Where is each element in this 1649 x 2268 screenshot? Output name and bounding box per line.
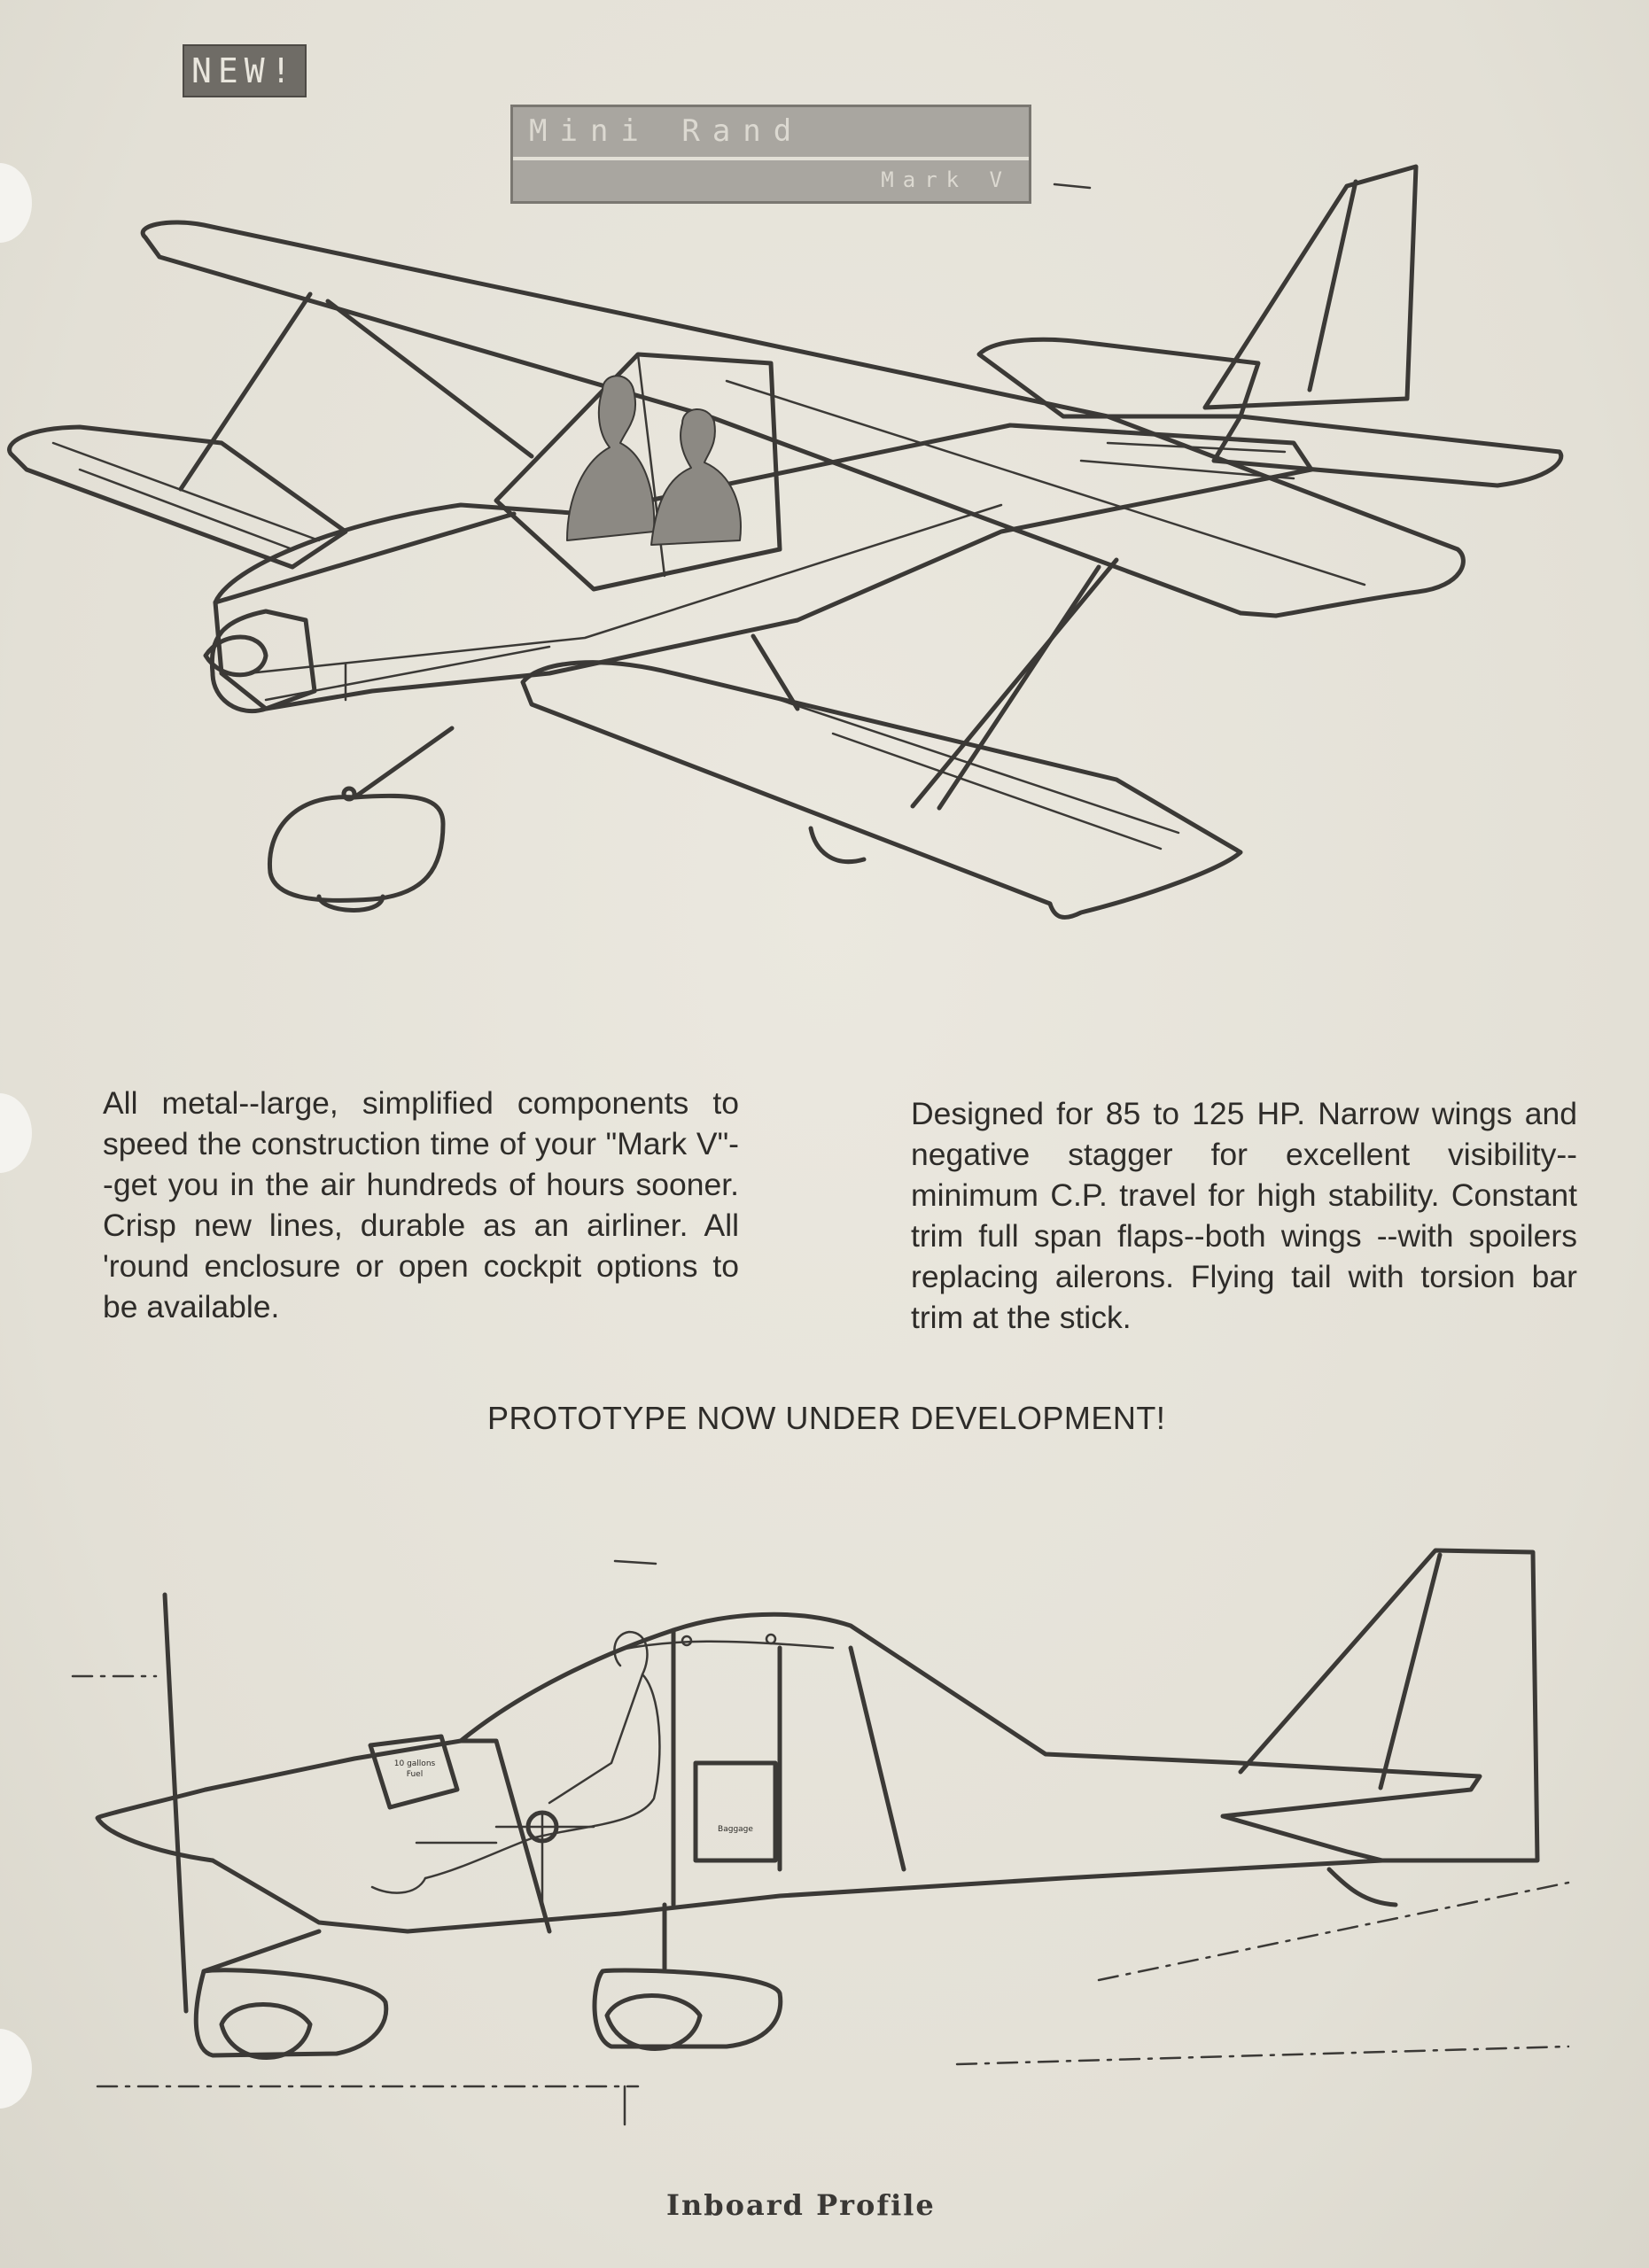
fuel-tank-label-line2: Fuel bbox=[406, 1770, 424, 1779]
title-divider bbox=[513, 157, 1029, 160]
description-right: Designed for 85 to 125 HP. Narrow wings … bbox=[911, 1096, 1577, 1335]
description-left: All metal--large, simplified components … bbox=[103, 1085, 739, 1324]
title-line-1: Mini Rand bbox=[529, 113, 805, 149]
baggage-label: Baggage bbox=[718, 1825, 753, 1834]
title-plate: Mini Rand Mark V bbox=[510, 105, 1031, 204]
fuel-tank-label: 10 gallons Fuel bbox=[379, 1759, 450, 1780]
fuel-tank-label-line1: 10 gallons bbox=[393, 1759, 436, 1768]
biplane-perspective-drawing bbox=[7, 164, 1564, 920]
new-badge: NEW! bbox=[183, 44, 307, 97]
figure-caption: Inboard Profile bbox=[666, 2188, 936, 2222]
prototype-announcement: PROTOTYPE NOW UNDER DEVELOPMENT! bbox=[487, 1400, 1166, 1436]
title-line-2: Mark V bbox=[881, 167, 1011, 192]
